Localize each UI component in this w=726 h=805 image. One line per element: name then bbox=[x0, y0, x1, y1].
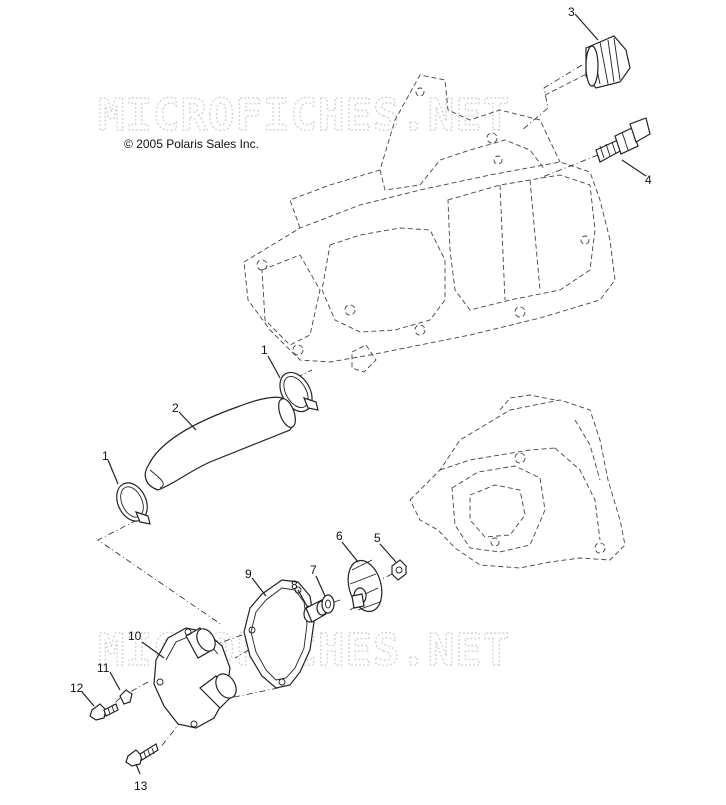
part-2-coolant-hose bbox=[144, 396, 296, 491]
watermark-top: MICROFICHES.NET bbox=[98, 90, 510, 141]
callout-4: 4 bbox=[645, 173, 652, 187]
copyright-notice: © 2005 Polaris Sales Inc. bbox=[124, 137, 259, 151]
callout-9: 9 bbox=[245, 567, 252, 581]
callout-5: 5 bbox=[374, 531, 381, 545]
callout-11: 11 bbox=[97, 661, 110, 675]
part-6-impeller bbox=[347, 559, 383, 613]
part-7-washer bbox=[321, 594, 335, 614]
callout-leaders bbox=[81, 13, 647, 775]
callout-7: 7 bbox=[310, 563, 317, 577]
part-3-thermostat-cap bbox=[585, 35, 631, 89]
callout-12: 12 bbox=[70, 681, 84, 695]
callout-13: 13 bbox=[134, 779, 148, 793]
callout-6: 6 bbox=[336, 529, 343, 543]
part-11-washer bbox=[119, 689, 133, 705]
callout-numbers: 3 4 1 2 1 5 6 7 8 9 10 11 12 13 bbox=[70, 5, 652, 793]
part-4-temperature-sensor bbox=[595, 117, 651, 163]
part-12-bolt bbox=[89, 703, 119, 721]
part-10-water-pump-cover bbox=[153, 627, 237, 729]
callout-8: 8 bbox=[291, 578, 298, 592]
callout-1-lower: 1 bbox=[102, 449, 109, 463]
callout-10: 10 bbox=[128, 629, 142, 643]
part-1-hose-clamp-lower bbox=[116, 482, 151, 525]
callout-3: 3 bbox=[568, 5, 575, 19]
callout-1-upper: 1 bbox=[261, 343, 268, 357]
cylinder-head-outline bbox=[243, 71, 616, 373]
part-5-nut bbox=[391, 559, 407, 581]
part-9-gasket bbox=[243, 579, 315, 689]
part-13-bolt bbox=[125, 743, 159, 767]
crankcase-outline bbox=[409, 394, 626, 569]
callout-2: 2 bbox=[172, 401, 179, 415]
